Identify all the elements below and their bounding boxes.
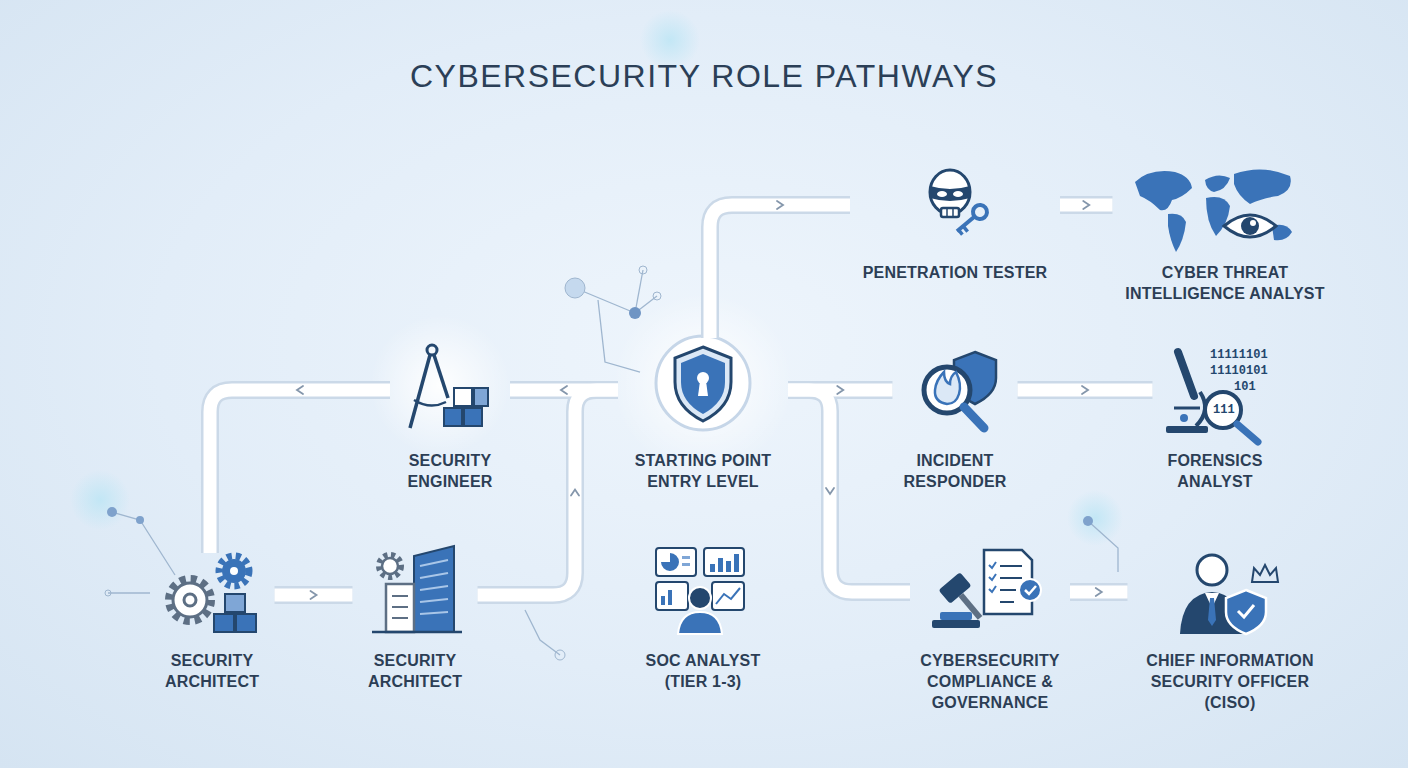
role-node: CYBER THREAT INTELLIGENCE ANALYST xyxy=(1113,165,1338,304)
role-node: STARTING POINT ENTRY LEVEL xyxy=(618,338,788,492)
binary-text: 11111101 xyxy=(1210,348,1268,362)
icon-space xyxy=(633,545,773,650)
role-node: INCIDENT RESPONDER xyxy=(893,350,1018,492)
icon-space xyxy=(1113,165,1338,262)
path-track xyxy=(1070,588,1128,596)
track xyxy=(275,589,353,602)
role-label: CYBER THREAT INTELLIGENCE ANALYST xyxy=(1113,262,1338,304)
track-layer xyxy=(210,205,1153,595)
building-icon xyxy=(372,546,462,632)
track-outline xyxy=(275,586,353,604)
role-label: INCIDENT RESPONDER xyxy=(893,450,1018,492)
role-label: SECURITY ARCHITECT xyxy=(353,650,478,692)
path-track xyxy=(478,390,619,595)
executive-icon xyxy=(1180,555,1278,634)
network-decoration xyxy=(108,270,1118,655)
track-outline xyxy=(710,205,850,338)
path-track xyxy=(210,386,390,553)
binary-text: 11110101 xyxy=(1210,364,1268,378)
path-track xyxy=(788,390,910,592)
direction-chevron xyxy=(837,386,843,394)
network-dot xyxy=(105,266,1093,660)
path-track xyxy=(1060,201,1113,209)
direction-chevron xyxy=(826,488,834,494)
direction-chevron xyxy=(1082,386,1088,394)
icon-space xyxy=(618,338,788,450)
gears-blocks-icon xyxy=(169,556,256,632)
track xyxy=(788,390,910,592)
track-outline xyxy=(210,390,390,553)
role-label: PENETRATION TESTER xyxy=(850,262,1060,283)
path-track xyxy=(710,201,850,338)
role-label: SECURITY ARCHITECT xyxy=(150,650,275,692)
world-eye-icon xyxy=(1135,169,1292,252)
icon-space xyxy=(850,155,1060,262)
direction-chevron xyxy=(1096,588,1102,596)
gavel-document-icon xyxy=(932,550,1041,628)
track xyxy=(710,205,850,338)
track-outline xyxy=(478,390,619,595)
path-track xyxy=(275,591,353,599)
direction-chevron xyxy=(1083,201,1089,209)
path-track xyxy=(1018,386,1153,394)
icon-space xyxy=(150,553,275,650)
icon-space xyxy=(910,545,1070,650)
role-label: SECURITY ENGINEER xyxy=(390,450,510,492)
binary-text: 101 xyxy=(1234,380,1256,394)
icon-space xyxy=(893,350,1018,450)
role-label: CYBERSECURITY COMPLIANCE & GOVERNANCE xyxy=(910,650,1070,713)
diagram-title: CYBERSECURITY ROLE PATHWAYS xyxy=(0,58,1408,95)
binary-text: 111 xyxy=(1213,403,1235,417)
icon-space xyxy=(1128,547,1333,650)
icon-space xyxy=(390,350,510,450)
track xyxy=(1070,586,1128,599)
skull-key-icon xyxy=(930,170,990,237)
dashboard-icon xyxy=(656,548,744,634)
role-node: SECURITY ARCHITECT xyxy=(150,553,275,692)
track xyxy=(478,390,619,595)
track xyxy=(210,390,390,553)
direction-chevron xyxy=(561,386,567,394)
role-node: SECURITY ARCHITECT xyxy=(353,547,478,692)
compass-blocks-icon xyxy=(410,345,488,428)
role-node: SECURITY ENGINEER xyxy=(390,350,510,492)
track-outline xyxy=(1070,583,1128,601)
role-node: PENETRATION TESTER xyxy=(850,155,1060,283)
icon-space xyxy=(353,547,478,650)
role-label: SOC ANALYST (TIER 1-3) xyxy=(633,650,773,692)
track-outline xyxy=(1018,381,1153,399)
track-outline xyxy=(1060,196,1113,214)
role-node: SOC ANALYST (TIER 1-3) xyxy=(633,545,773,692)
role-label: CHIEF INFORMATION SECURITY OFFICER (CISO… xyxy=(1128,650,1333,713)
role-label: FORENSICS ANALYST xyxy=(1153,450,1278,492)
role-node: CYBERSECURITY COMPLIANCE & GOVERNANCE xyxy=(910,545,1070,713)
role-label: STARTING POINT ENTRY LEVEL xyxy=(618,450,788,492)
track-outline xyxy=(788,390,910,592)
track xyxy=(1060,199,1113,212)
direction-chevron xyxy=(777,201,783,209)
magnifier-flame-icon xyxy=(924,352,996,428)
track xyxy=(1018,384,1153,397)
role-node: CHIEF INFORMATION SECURITY OFFICER (CISO… xyxy=(1128,547,1333,713)
direction-chevron xyxy=(571,490,579,496)
direction-chevron xyxy=(311,591,317,599)
shield-icon xyxy=(656,336,750,430)
direction-chevron xyxy=(297,386,303,394)
